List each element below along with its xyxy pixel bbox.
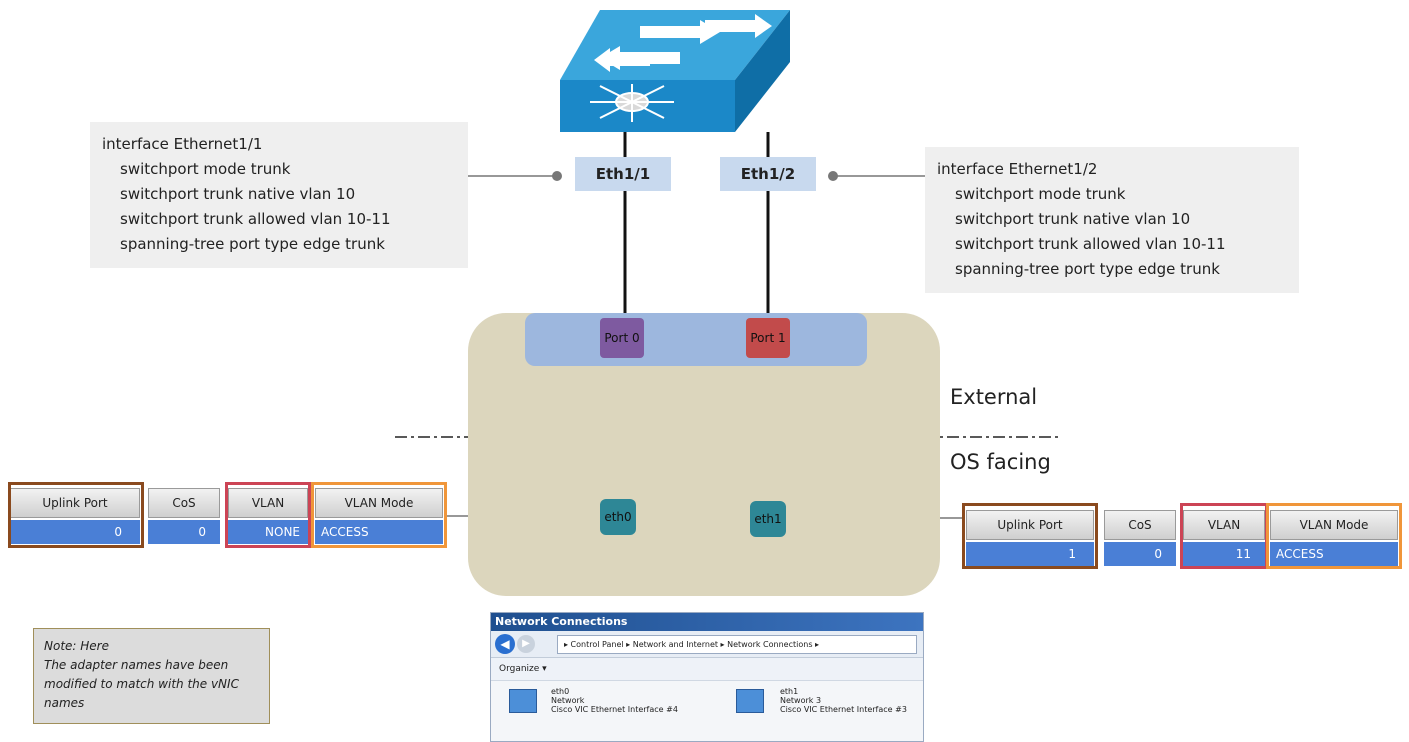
nic-device: Cisco VIC Ethernet Interface #4 — [551, 705, 678, 714]
config-left-line: switchport trunk allowed vlan 10-11 — [120, 210, 391, 228]
note-line: modified to match with the vNIC — [44, 677, 239, 691]
config-right-line: switchport mode trunk — [955, 185, 1126, 203]
config-left-line: spanning-tree port type edge trunk — [120, 235, 385, 253]
header-vlan: VLAN — [228, 488, 308, 518]
config-left-line: switchport mode trunk — [120, 160, 291, 178]
uplink-frame — [962, 503, 1098, 569]
breadcrumb: ▸ Control Panel ▸ Network and Internet ▸… — [564, 640, 820, 649]
header-cos: CoS — [1104, 510, 1176, 540]
config-left-interface: interface Ethernet1/1 — [102, 135, 263, 153]
config-right-line: switchport trunk native vlan 10 — [955, 210, 1191, 228]
adapter-port-1: Port 1 — [746, 318, 790, 358]
network-adapter-icon — [736, 689, 764, 713]
value-uplink-port: 0 — [10, 520, 140, 544]
nic-name: eth1 — [780, 687, 799, 696]
config-right: interface Ethernet1/2 switchport mode tr… — [925, 147, 1299, 293]
value-vlan: 11 — [1183, 542, 1265, 566]
connections-list: eth0 Network Cisco VIC Ethernet Interfac… — [491, 681, 923, 739]
header-vlan: VLAN — [1183, 510, 1265, 540]
network-adapter-icon — [509, 689, 537, 713]
switch-side — [735, 10, 790, 132]
network-connections-window: Network Connections ◀ ▶ ▸ Control Panel … — [490, 612, 924, 742]
adapter-port-0: Port 0 — [600, 318, 644, 358]
value-cos: 0 — [148, 520, 220, 544]
organize-menu[interactable]: Organize ▾ — [491, 658, 923, 681]
header-uplink-port: Uplink Port — [966, 510, 1094, 540]
vnic-eth0: eth0 — [600, 499, 636, 535]
address-field[interactable]: ▸ Control Panel ▸ Network and Internet ▸… — [557, 635, 917, 654]
external-label: External — [950, 385, 1038, 409]
nic-item-eth0[interactable]: eth0 Network Cisco VIC Ethernet Interfac… — [509, 685, 709, 735]
header-cos: CoS — [148, 488, 220, 518]
note-line: The adapter names have been — [44, 658, 229, 672]
uplink-frame — [8, 482, 144, 548]
forward-icon[interactable]: ▶ — [517, 635, 535, 653]
nic-name: eth0 — [551, 687, 570, 696]
value-vlan: NONE — [228, 520, 308, 544]
nic-item-eth1[interactable]: eth1 Network 3 Cisco VIC Ethernet Interf… — [736, 685, 921, 735]
nic-device: Cisco VIC Ethernet Interface #3 — [780, 705, 907, 714]
config-left-line: switchport trunk native vlan 10 — [120, 185, 356, 203]
config-left: interface Ethernet1/1 switchport mode tr… — [90, 122, 468, 268]
os-facing-label: OS facing — [950, 450, 1051, 474]
config-right-interface: interface Ethernet1/2 — [937, 160, 1098, 178]
note-line: names — [44, 696, 85, 710]
value-vlan-mode: ACCESS — [1270, 542, 1398, 566]
header-uplink-port: Uplink Port — [10, 488, 140, 518]
nic-network: Network 3 — [780, 696, 822, 705]
note-box: Note: Here The adapter names have been m… — [33, 628, 270, 724]
eth1-1-label: Eth1/1 — [575, 157, 671, 191]
vnic-eth1: eth1 — [750, 501, 786, 537]
window-title: Network Connections — [491, 613, 923, 631]
header-vlan-mode: VLAN Mode — [1270, 510, 1398, 540]
back-icon[interactable]: ◀ — [495, 634, 515, 654]
switch-arrows-icon — [594, 14, 772, 72]
adapter-port-strip — [525, 313, 867, 366]
value-cos: 0 — [1104, 542, 1176, 566]
config-right-line: switchport trunk allowed vlan 10-11 — [955, 235, 1226, 253]
vlan-frame — [225, 482, 311, 548]
mode-frame — [1266, 503, 1402, 569]
eth1-2-label: Eth1/2 — [720, 157, 816, 191]
vlan-frame — [1180, 503, 1268, 569]
config-right-line: spanning-tree port type edge trunk — [955, 260, 1220, 278]
note-line: Note: Here — [44, 639, 109, 653]
nic-network: Network — [551, 696, 585, 705]
value-vlan-mode: ACCESS — [315, 520, 443, 544]
switch-star-icon — [590, 84, 674, 122]
header-vlan-mode: VLAN Mode — [315, 488, 443, 518]
value-uplink-port: 1 — [966, 542, 1094, 566]
address-bar: ◀ ▶ ▸ Control Panel ▸ Network and Intern… — [491, 631, 923, 658]
mode-frame — [311, 482, 447, 548]
